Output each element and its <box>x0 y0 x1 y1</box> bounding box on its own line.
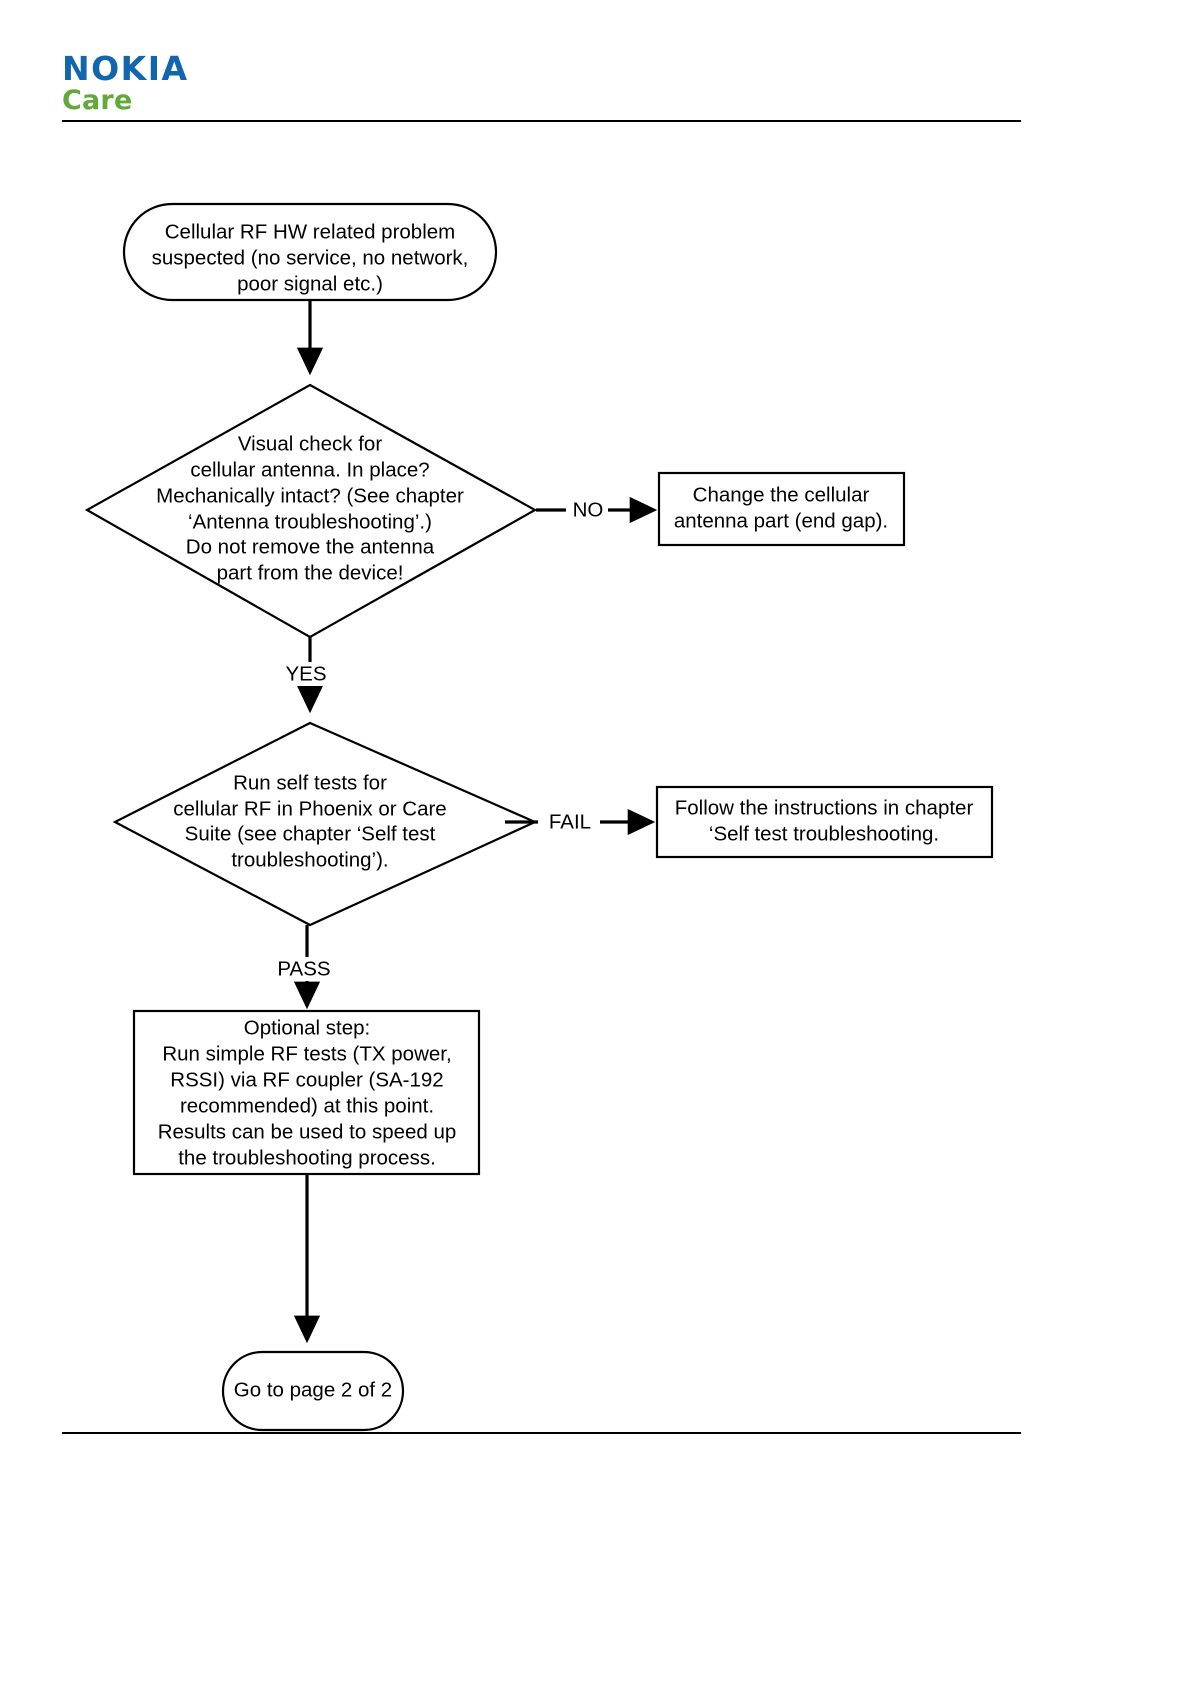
care-wordmark: Care <box>62 85 133 116</box>
node-optional-step-line-5: Results can be used to speed up <box>158 1120 457 1143</box>
node-optional-step-line-2: Run simple RF tests (TX power, <box>162 1042 451 1065</box>
node-self-tests-line-4: troubleshooting’). <box>231 848 388 871</box>
node-follow-instructions: Follow the instructions in chapter ‘Self… <box>655 785 994 859</box>
node-antenna-check-line-6: part from the device! <box>217 561 404 584</box>
node-optional-step-line-4: recommended) at this point. <box>180 1094 434 1117</box>
node-change-antenna: Change the cellular antenna part (end ga… <box>657 471 906 547</box>
node-start-line-1: Cellular RF HW related problem <box>165 220 456 243</box>
node-follow-instructions-line-1: Follow the instructions in chapter <box>675 796 974 819</box>
footer-divider <box>62 1432 1021 1434</box>
edge-label-yes: YES <box>285 662 326 685</box>
edge-label-fail-backdrop <box>538 810 600 834</box>
node-optional-step-line-6: the troubleshooting process. <box>178 1146 436 1169</box>
node-self-tests-line-1: Run self tests for <box>233 771 387 794</box>
header-divider <box>62 120 1021 122</box>
node-optional-step-line-1: Optional step: <box>244 1016 371 1039</box>
node-follow-instructions-line-2: ‘Self test troubleshooting. <box>709 822 939 845</box>
node-optional-step-line-3: RSSI) via RF coupler (SA-192 <box>170 1068 443 1091</box>
nokia-care-logo: NOKIA Care <box>62 52 189 114</box>
node-optional-step: Optional step: Run simple RF tests (TX p… <box>132 1009 481 1176</box>
node-self-tests: Run self tests for cellular RF in Phoeni… <box>112 721 538 927</box>
page-header: NOKIA Care <box>0 0 1191 130</box>
node-go-to-page-2: Go to page 2 of 2 <box>221 1350 405 1432</box>
node-antenna-check-line-3: Mechanically intact? (See chapter <box>156 484 464 507</box>
node-self-tests-line-3: Suite (see chapter ‘Self test <box>185 822 436 845</box>
node-antenna-check-line-5: Do not remove the antenna <box>186 535 435 558</box>
node-antenna-check-line-1: Visual check for <box>238 432 383 455</box>
node-start: Cellular RF HW related problem suspected… <box>122 202 498 302</box>
node-change-antenna-line-2: antenna part (end gap). <box>674 509 888 532</box>
edge-label-pass-backdrop <box>266 957 340 981</box>
node-antenna-check-line-4: ‘Antenna troubleshooting’.) <box>188 510 432 533</box>
node-go-to-page-2-label: Go to page 2 of 2 <box>234 1378 392 1401</box>
node-start-line-3: poor signal etc.) <box>237 272 383 295</box>
edge-label-fail: FAIL <box>549 810 591 833</box>
node-antenna-check: Visual check for cellular antenna. In pl… <box>84 383 538 639</box>
node-antenna-check-line-2: cellular antenna. In place? <box>190 458 429 481</box>
edge-label-yes-backdrop <box>272 662 328 686</box>
node-change-antenna-line-1: Change the cellular <box>693 483 870 506</box>
edge-label-pass: PASS <box>277 957 330 980</box>
edge-label-no: NO <box>573 498 604 521</box>
nokia-wordmark: NOKIA <box>62 49 189 88</box>
node-self-tests-line-2: cellular RF in Phoenix or Care <box>173 797 446 820</box>
node-start-line-2: suspected (no service, no network, <box>152 246 469 269</box>
edge-label-no-backdrop <box>566 498 608 522</box>
